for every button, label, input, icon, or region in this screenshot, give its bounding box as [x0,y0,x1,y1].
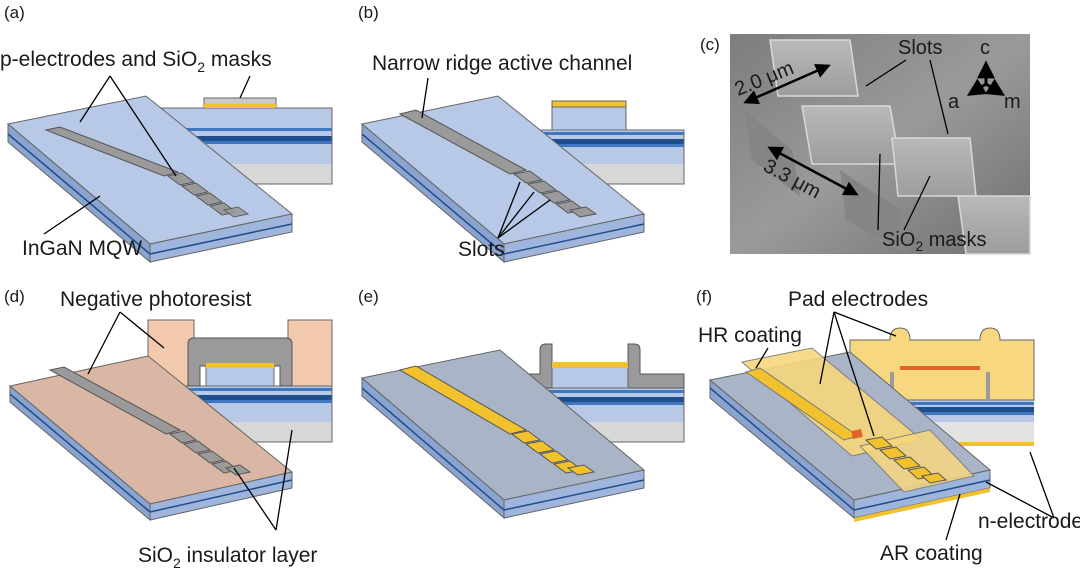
panel-d-photoresist-label: Negative photoresist [60,288,252,311]
panel-c-dimension-arrow-long [767,146,859,196]
panel-b-wafer [360,95,646,264]
panel-c-slots-label: Slots [898,37,942,59]
panel-c: (c) Slots 2.0 μm 3.3 μm SiO2 masks c [700,34,1031,255]
panel-a-electrodes-label: p-electrodes and SiO2 masks [0,48,272,75]
panel-a-wafer [6,95,294,264]
panel-b-callout-lines [421,77,551,239]
panel-b-slot-blocks [512,170,598,218]
panel-d-mask-blocks [168,430,252,476]
panel-d-callout-lines [87,311,293,531]
panel-c-masks-label: SiO2 masks [882,229,986,254]
panel-e-wafer [360,349,646,520]
panel-f-electrode-blocks [864,436,948,484]
panel-a: (a) p-electrodes and SiO2 masks [0,3,333,264]
panel-d-insulator-label: SiO2 insulator layer [138,544,317,570]
panel-f-ar-label: AR coating [880,542,983,565]
panel-d-tag: (d) [4,287,25,306]
panel-f-n-label: n-electrode [978,510,1080,533]
panel-b: (b) Narrow ridge active channel [358,3,685,264]
panel-c-callout-lines [865,59,949,231]
axis-a-label: a [948,91,960,113]
panel-b-ridge-label: Narrow ridge active channel [372,52,632,75]
panel-b-tag: (b) [358,3,379,22]
panel-c-dimension-arrow-short [743,63,831,105]
panel-c-crystal-axes: c a m [948,37,1021,113]
panel-f-callout-lines [755,311,1055,541]
panel-f-cross-section [849,327,1035,446]
panel-f-pad-label: Pad electrodes [788,288,928,311]
panel-e: (e) [358,287,685,520]
panel-f-hr-label: HR coating [698,324,802,347]
panel-a-mask-blocks [166,172,250,218]
panel-a-mqw-label: InGaN MQW [22,237,142,260]
axis-c-label: c [980,37,990,59]
panel-b-slots-label: Slots [458,238,505,261]
panel-f: (f) Pad electrodes HR coating [696,287,1080,565]
panel-f-tag: (f) [696,287,712,306]
axis-m-label: m [1004,91,1021,113]
panel-a-tag: (a) [4,3,25,22]
panel-a-callout-lines [43,75,251,235]
panel-f-wafer [708,347,992,522]
panel-c-tag: (c) [700,35,720,54]
panel-e-electrode-blocks [510,430,596,476]
panel-d-wafer [8,355,294,522]
panel-d: (d) Negative photoresist [4,287,333,570]
panel-e-tag: (e) [358,287,379,306]
